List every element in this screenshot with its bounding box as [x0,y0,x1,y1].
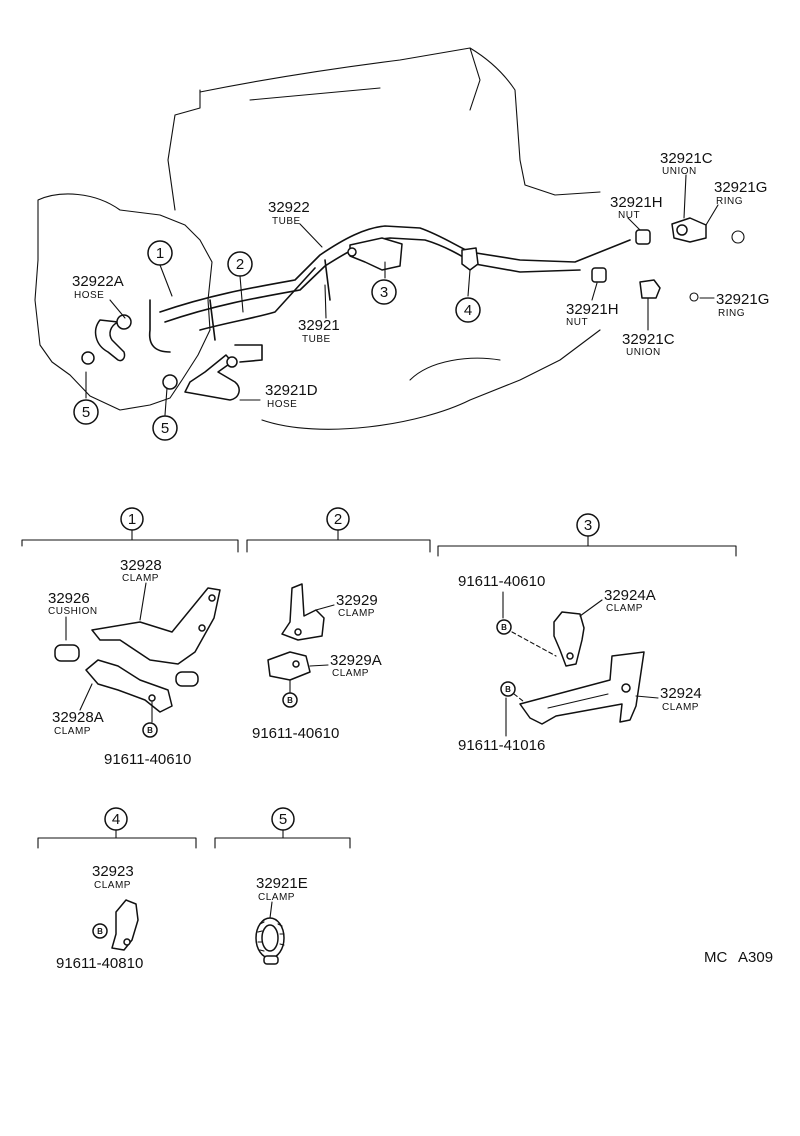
label-32924: 32924 [660,685,702,702]
label-32924-sub: CLAMP [662,702,699,713]
hose-32921d [162,354,240,401]
callout-1-top: 1 [147,240,173,266]
clamp-32928-shape [91,587,221,665]
group-1: 1 32928 CLAMP 32926 CUSHION 32928A CLAMP… [21,507,239,768]
callout-5-mid-label: 5 [161,420,169,437]
label-32921d-sub: HOSE [267,399,297,410]
hose-32922a [81,314,132,365]
label-91611-40610-g1: 91611-40610 [104,751,191,768]
bolt-marker-g4: B [97,927,103,936]
label-32921c-top-sub: UNION [662,166,697,177]
callout-2-top: 2 [227,251,253,277]
label-32928a-sub: CLAMP [54,726,91,737]
clamp-32929a-shape [267,651,311,681]
callout-3-top: 3 [371,279,397,305]
label-32923-sub: CLAMP [94,880,131,891]
label-32929-sub: CLAMP [338,608,375,619]
callout-4-top: 4 [455,297,481,323]
label-32922a-sub: HOSE [74,290,104,301]
group-2-number: 2 [334,511,342,528]
group-3-number: 3 [584,517,592,534]
label-32921c-bot: 32921C [622,331,675,348]
label-32921g-top: 32921G [714,179,767,196]
label-32921g-bot: 32921G [716,291,769,308]
callout-1-top-label: 1 [156,245,164,262]
tube-lines [148,225,631,363]
label-32924a: 32924A [604,587,656,604]
cushion-32926-shape [54,644,80,662]
label-32926: 32926 [48,590,90,607]
label-32928-sub: CLAMP [122,573,159,584]
bolt-marker-g3-bottom: B [505,685,511,694]
label-32922: 32922 [268,199,310,216]
label-32926-sub: CUSHION [48,606,98,617]
clamp-32923-shape [111,899,139,951]
bolt-marker-g2: B [287,696,293,705]
label-32921h-top-sub: NUT [618,210,640,221]
label-32923: 32923 [92,863,134,880]
label-32924a-sub: CLAMP [606,603,643,614]
callout-5-left-top: 5 [73,399,99,425]
label-32921d: 32921D [265,382,318,399]
label-32922a: 32922A [72,273,124,290]
group-2: 2 32929 CLAMP 32929A CLAMP B 91611-40610 [246,507,431,742]
transmission-outline [34,193,213,411]
clamp-32924a-shape [553,611,585,667]
label-32921h-bot-sub: NUT [566,317,588,328]
clamp-32921e-shape [255,917,285,965]
label-32928: 32928 [120,557,162,574]
label-91611-40610-g3: 91611-40610 [458,573,545,590]
callout-2-top-label: 2 [236,256,244,273]
label-32921h-bot: 32921H [566,301,619,318]
group-5-number: 5 [279,811,287,828]
label-32921h-top: 32921H [610,194,663,211]
callout-5-mid-top: 5 [152,415,178,441]
label-32921e: 32921E [256,875,308,892]
label-91611-41016: 91611-41016 [458,737,545,754]
group-4: 4 32923 CLAMP B 91611-40810 [37,807,197,972]
label-32928a: 32928A [52,709,104,726]
clamp-32929-shape [281,583,325,641]
clamp-32928a-shape [85,659,173,713]
label-32922-sub: TUBE [272,216,301,227]
footer-code-right: A309 [738,949,773,966]
group-5: 5 32921E CLAMP [214,807,351,965]
group-1-number: 1 [128,511,136,528]
label-32921: 32921 [298,317,340,334]
label-32929a-sub: CLAMP [332,668,369,679]
label-91611-40810: 91611-40810 [56,955,143,972]
clamp-3-assembly [347,237,403,271]
label-32929: 32929 [336,592,378,609]
callout-3-top-label: 3 [380,284,388,301]
label-32921c-bot-sub: UNION [626,347,661,358]
callout-5-left-label: 5 [82,404,90,421]
engine-outline [167,47,601,430]
unions-and-nuts [591,217,745,302]
group-3: 3 91611-40610 B 32924A CLAMP B 32924 CLA… [437,513,737,754]
bolt-marker-g1: B [147,726,153,735]
clamp-4-assembly [461,247,479,271]
group-4-number: 4 [112,811,120,828]
label-32921c-top: 32921C [660,150,713,167]
label-32921-sub: TUBE [302,334,331,345]
callout-4-top-label: 4 [464,302,472,319]
callout-leader-lines [85,174,719,416]
clamp-32924-shape [519,651,645,725]
footer-code-left: MC [704,949,727,966]
label-91611-40610-g2: 91611-40610 [252,725,339,742]
label-32921e-sub: CLAMP [258,892,295,903]
bolt-marker-g3-top: B [501,623,507,632]
label-32921g-bot-sub: RING [718,308,745,319]
label-32921g-top-sub: RING [716,196,743,207]
label-32929a: 32929A [330,652,382,669]
